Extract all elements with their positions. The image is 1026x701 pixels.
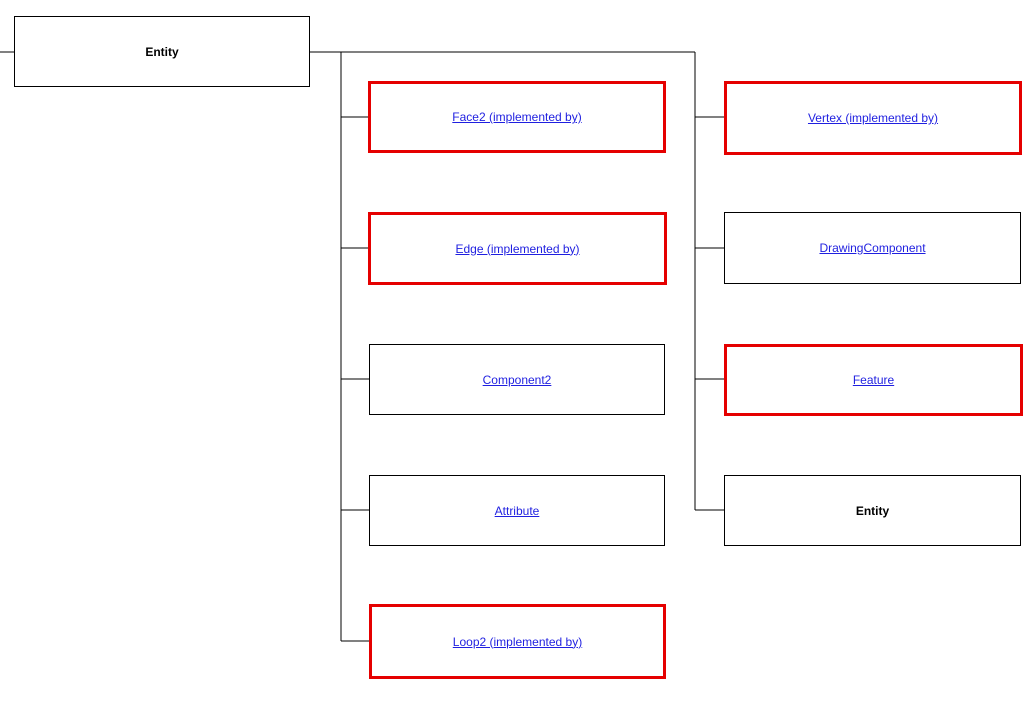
edge-link[interactable]: Edge (implemented by) — [455, 241, 580, 256]
feature-node: Feature — [724, 344, 1023, 416]
loop2-node: Loop2 (implemented by) — [369, 604, 666, 679]
attribute-node: Attribute — [369, 475, 665, 546]
vertex-node: Vertex (implemented by) — [724, 81, 1022, 155]
drawingcomponent-node: DrawingComponent — [724, 212, 1021, 284]
face2-link[interactable]: Face2 (implemented by) — [452, 110, 582, 124]
vertex-link[interactable]: Vertex (implemented by) — [807, 111, 939, 125]
face2-node: Face2 (implemented by) — [368, 81, 666, 153]
attribute-link[interactable]: Attribute — [494, 503, 540, 518]
loop2-link[interactable]: Loop2 (implemented by) — [452, 634, 583, 649]
drawingcomponent-link[interactable]: DrawingComponent — [819, 241, 926, 255]
entity-root-label: Entity — [145, 44, 179, 59]
entity-root-node: Entity — [14, 16, 310, 87]
entity-label: Entity — [855, 503, 890, 518]
component2-link[interactable]: Component2 — [482, 372, 552, 387]
entity-node: Entity — [724, 475, 1021, 546]
feature-link[interactable]: Feature — [852, 373, 895, 387]
component2-node: Component2 — [369, 344, 665, 415]
edge-node: Edge (implemented by) — [368, 212, 667, 285]
